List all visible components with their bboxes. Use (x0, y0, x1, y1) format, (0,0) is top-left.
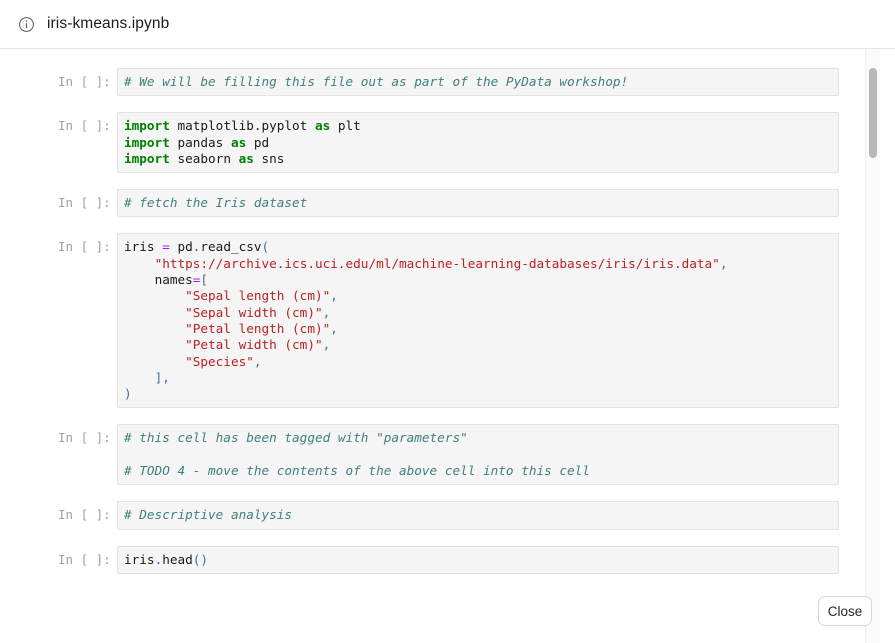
cell-input-area[interactable]: # fetch the Iris dataset (117, 189, 839, 218)
page-title: iris-kmeans.ipynb (47, 15, 170, 32)
notebook-scroll-area[interactable]: In [ ]: # We will be filling this file o… (0, 49, 895, 643)
cell-prompt: In [ ]: (58, 195, 111, 211)
notebook-cell[interactable]: In [ ]: # Descriptive analysis (0, 501, 895, 530)
vertical-scrollbar[interactable] (865, 49, 880, 643)
close-button[interactable]: Close (818, 596, 872, 626)
code-string: "Petal width (cm)" (185, 337, 323, 353)
code-keyword: import (124, 134, 170, 150)
cell-prompt: In [ ]: (58, 74, 111, 89)
cell-input-area[interactable]: # this cell has been tagged with "parame… (117, 424, 839, 486)
code-operator: = (192, 272, 201, 288)
code-string: "https://archive.ics.uci.edu/ml/machine-… (154, 255, 720, 271)
notebook-cell[interactable]: In [ ]: iris = pd.read_csv( "https://arc… (0, 233, 895, 409)
code-string: "Species" (185, 353, 254, 369)
code-keyword: as (238, 150, 254, 166)
cell-source: iris = pd.read_csv( "https://archive.ics… (124, 239, 728, 402)
code-comment: # We will be filling this file out as pa… (124, 74, 629, 89)
cell-input-area[interactable]: # We will be filling this file out as pa… (117, 68, 839, 97)
cell-source: iris.head() (124, 551, 209, 567)
cell-source: import matplotlib.pyplot as plt import p… (124, 118, 361, 166)
cell-source: # fetch the Iris dataset (124, 195, 829, 211)
code-string: "Sepal width (cm)" (185, 304, 323, 320)
notebook-cell[interactable]: In [ ]: # We will be filling this file o… (0, 68, 895, 97)
titlebar: iris-kmeans.ipynb (0, 0, 895, 49)
code-comment: # fetch the Iris dataset (124, 195, 308, 211)
notebook-cell[interactable]: In [ ]: iris.head() (0, 545, 895, 574)
cell-input-area[interactable]: # Descriptive analysis (117, 501, 839, 530)
code-keyword: import (124, 150, 170, 166)
code-keyword: as (230, 134, 247, 150)
cell-source: # We will be filling this file out as pa… (124, 74, 829, 90)
scrollbar-thumb[interactable] (869, 68, 877, 158)
cell-source: # this cell has been tagged with "parame… (124, 430, 829, 479)
cell-input-area[interactable]: iris = pd.read_csv( "https://archive.ics… (117, 233, 839, 409)
cell-source: # Descriptive analysis (124, 507, 829, 523)
code-keyword: as (314, 118, 331, 134)
info-circle-icon (19, 16, 34, 32)
cell-prompt: In [ ]: (58, 239, 111, 255)
notebook-cell[interactable]: In [ ]: # fetch the Iris dataset (0, 189, 895, 218)
code-comment: # Descriptive analysis (124, 507, 293, 523)
code-keyword: import (124, 118, 170, 134)
code-operator: = (162, 239, 170, 255)
code-comment: # TODO 4 - move the contents of the abov… (124, 463, 590, 479)
cell-prompt: In [ ]: (58, 551, 111, 567)
cell-prompt: In [ ]: (58, 430, 111, 446)
cell-prompt: In [ ]: (58, 118, 111, 134)
cell-prompt: In [ ]: (58, 507, 111, 523)
code-comment: # this cell has been tagged with "parame… (124, 430, 468, 446)
notebook-cell-list: In [ ]: # We will be filling this file o… (0, 49, 895, 590)
code-string: "Sepal length (cm)" (185, 288, 331, 304)
cell-input-area[interactable]: iris.head() (117, 545, 839, 574)
code-string: "Petal length (cm)" (185, 320, 331, 336)
notebook-cell[interactable]: In [ ]: import matplotlib.pyplot as plt … (0, 112, 895, 174)
notebook-cell[interactable]: In [ ]: # this cell has been tagged with… (0, 424, 895, 486)
cell-input-area[interactable]: import matplotlib.pyplot as plt import p… (117, 112, 839, 174)
